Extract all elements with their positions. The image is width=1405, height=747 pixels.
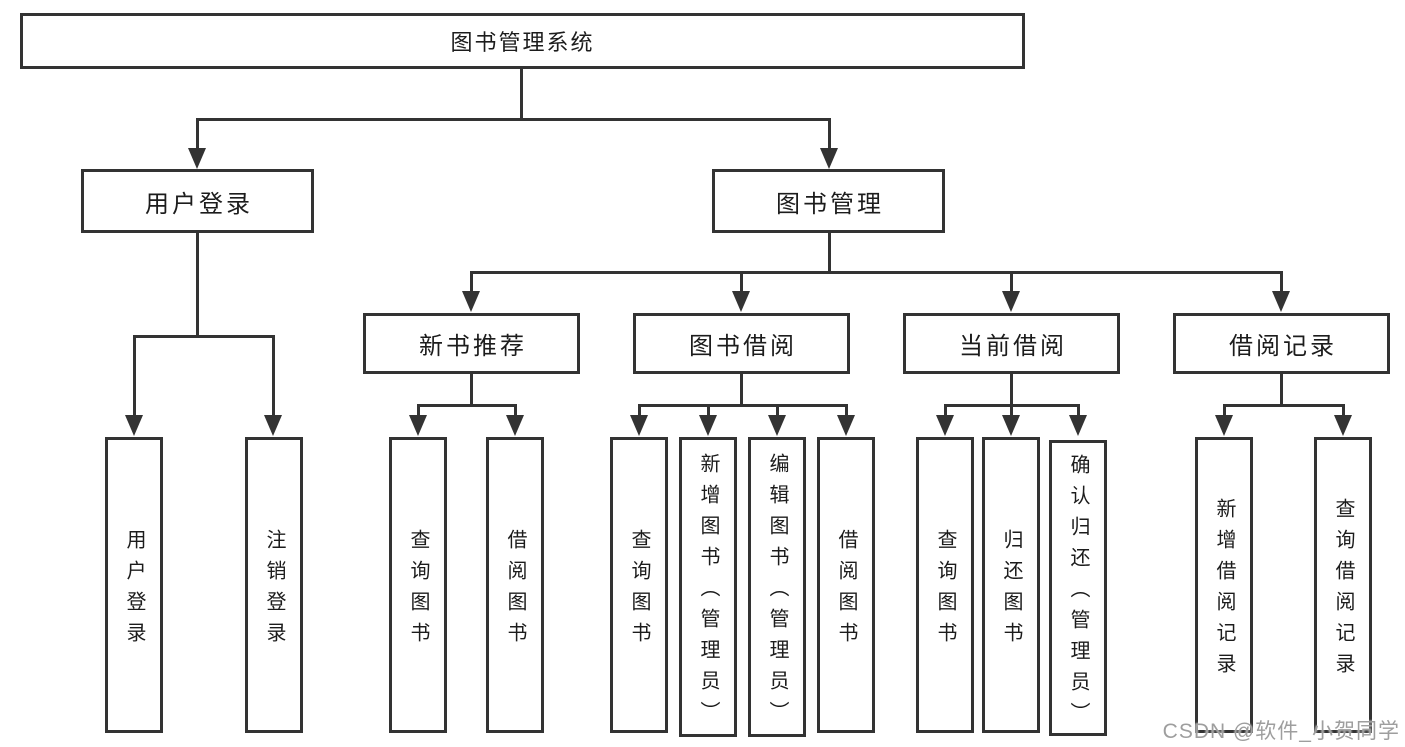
leaf-label: 借阅图书 [835, 528, 857, 653]
connector-drop-line [1223, 404, 1226, 418]
connector-group-rail [417, 404, 517, 407]
arrow-down-icon [1069, 415, 1087, 436]
connector-drop-line [133, 335, 136, 418]
node-label: 用户登录 [145, 190, 253, 218]
node-label: 新书推荐 [419, 333, 527, 360]
connector-drop-line [845, 404, 848, 418]
arrow-down-icon [820, 148, 838, 169]
leaf-query-book-borrowing: 查询图书 [610, 437, 668, 733]
arrow-down-icon [768, 415, 786, 436]
leaf-add-borrow-record: 新增借阅记录 [1195, 437, 1253, 733]
connector-drop-line [776, 404, 779, 418]
connector-drop-line [196, 118, 199, 152]
leaf-label: 查询图书 [628, 528, 650, 653]
leaf-label: 查询图书 [407, 528, 429, 653]
leaf-query-borrow-record: 查询借阅记录 [1314, 437, 1372, 733]
arrow-down-icon [462, 291, 480, 312]
leaf-label: 新增图书（管理员） [697, 453, 719, 732]
arrow-down-icon [1002, 291, 1020, 312]
connector-drop-line [1077, 404, 1080, 418]
arrow-down-icon [125, 415, 143, 436]
leaf-query-book-recommend: 查询图书 [389, 437, 447, 733]
connector-drop-line [944, 404, 947, 418]
connector-group-stem [1010, 374, 1013, 407]
connector-drop-line [638, 404, 641, 418]
node-label: 图书管理系统 [450, 30, 595, 55]
connector-drop-line [1342, 404, 1345, 418]
leaf-borrow-book-recommend: 借阅图书 [486, 437, 544, 733]
node-book-borrowing: 图书借阅 [633, 313, 850, 374]
connector-drop-line [272, 335, 275, 418]
connector-drop-line [1280, 271, 1283, 296]
arrow-down-icon [1215, 415, 1233, 436]
connector-drop-line [1010, 271, 1013, 296]
connector-drop-line [828, 118, 831, 152]
leaf-label: 查询图书 [934, 528, 956, 653]
leaf-label: 用户登录 [123, 528, 145, 653]
csdn-watermark: CSDN @软件_小贺同学 [1162, 720, 1400, 743]
connector-group-rail [638, 404, 848, 407]
node-user-login: 用户登录 [81, 169, 314, 233]
connector-drop-line [514, 404, 517, 418]
arrow-down-icon [1334, 415, 1352, 436]
arrow-down-icon [506, 415, 524, 436]
connector-drop-line [707, 404, 710, 418]
connector-user-login-stem [196, 233, 199, 338]
arrow-down-icon [699, 415, 717, 436]
leaf-label: 借阅图书 [504, 528, 526, 653]
node-library-management-system: 图书管理系统 [20, 13, 1025, 69]
leaf-confirm-return-admin: 确认归还（管理员） [1049, 440, 1107, 736]
node-label: 图书管理 [776, 190, 884, 218]
leaf-add-book-admin: 新增图书（管理员） [679, 437, 737, 737]
node-borrowing-records: 借阅记录 [1173, 313, 1390, 374]
connector-group-rail [1223, 404, 1345, 407]
leaf-user-login: 用户登录 [105, 437, 163, 733]
connector-group-stem [1280, 374, 1283, 407]
leaf-label: 确认归还（管理员） [1067, 454, 1089, 733]
connector-book-mgmt-stem [828, 233, 831, 274]
arrow-down-icon [837, 415, 855, 436]
connector-root-rail [196, 118, 831, 121]
leaf-label: 注销登录 [263, 528, 285, 653]
arrow-down-icon [188, 148, 206, 169]
node-book-management: 图书管理 [712, 169, 945, 233]
leaf-label: 编辑图书（管理员） [766, 453, 788, 732]
leaf-label: 归还图书 [1000, 528, 1022, 653]
leaf-label: 新增借阅记录 [1213, 497, 1235, 684]
connector-group-stem [740, 374, 743, 407]
node-label: 图书借阅 [689, 333, 797, 360]
arrow-down-icon [1002, 415, 1020, 436]
connector-user-login-rail [133, 335, 274, 338]
connector-book-mgmt-rail [470, 271, 1282, 274]
leaf-return-book: 归还图书 [982, 437, 1040, 733]
node-label: 当前借阅 [959, 333, 1067, 360]
connector-drop-line [740, 271, 743, 296]
arrow-down-icon [630, 415, 648, 436]
leaf-borrow-book: 借阅图书 [817, 437, 875, 733]
arrow-down-icon [936, 415, 954, 436]
arrow-down-icon [409, 415, 427, 436]
leaf-edit-book-admin: 编辑图书（管理员） [748, 437, 806, 737]
leaf-logout: 注销登录 [245, 437, 303, 733]
connector-drop-line [470, 271, 473, 296]
node-new-book-recommend: 新书推荐 [363, 313, 580, 374]
connector-group-stem [470, 374, 473, 407]
node-label: 借阅记录 [1229, 333, 1337, 360]
connector-root-stem [520, 68, 523, 120]
connector-drop-line [417, 404, 420, 418]
leaf-query-book-current: 查询图书 [916, 437, 974, 733]
arrow-down-icon [732, 291, 750, 312]
arrow-down-icon [1272, 291, 1290, 312]
leaf-label: 查询借阅记录 [1332, 497, 1354, 684]
connector-drop-line [1010, 404, 1013, 418]
node-current-borrowing: 当前借阅 [903, 313, 1120, 374]
arrow-down-icon [264, 415, 282, 436]
